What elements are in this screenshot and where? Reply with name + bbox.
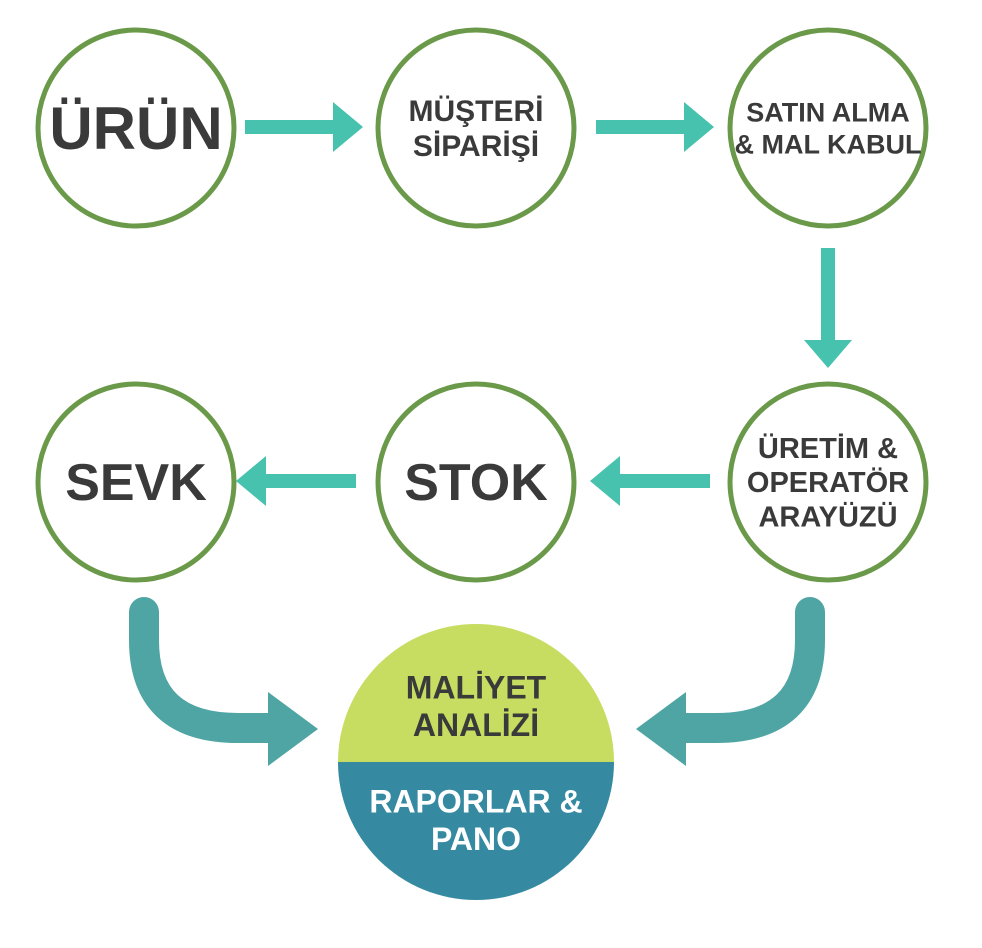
node-urun-label: ÜRÜN [49, 95, 222, 162]
arrow-musteri-to-satin-alma [596, 102, 714, 152]
label-line: SATIN ALMA [746, 98, 909, 128]
arrow-stok-to-sevk [236, 456, 356, 506]
label-line: RAPORLAR & [369, 783, 582, 819]
label-line: MÜŞTERİ [409, 95, 544, 128]
curved-arrow-uretim-to-result [636, 597, 825, 766]
arrow-uretim-to-stok [590, 456, 710, 506]
result-raporlar-pano-label: RAPORLAR &PANO [369, 783, 582, 857]
label-line: ANALİZİ [413, 707, 539, 743]
node-satin-alma-label: SATIN ALMA& MAL KABUL [735, 98, 922, 160]
node-sevk: SEVK [35, 381, 237, 583]
arrow-satin-alma-to-uretim [804, 248, 852, 368]
node-satin-alma: SATIN ALMA& MAL KABUL [727, 27, 929, 229]
node-stok: STOK [375, 381, 577, 583]
curved-arrow-sevk-to-result [129, 597, 318, 766]
label-line: OPERATÖR [747, 466, 909, 499]
node-sevk-label: SEVK [65, 454, 207, 512]
arrow-urun-to-musteri [245, 102, 363, 152]
label-line: MALİYET [406, 669, 547, 705]
label-line: & MAL KABUL [735, 129, 922, 159]
label-line: SEVK [65, 454, 207, 512]
label-line: SİPARİŞİ [413, 130, 539, 163]
label-line: ARAYÜZÜ [758, 500, 897, 533]
label-line: STOK [404, 454, 548, 512]
label-line: PANO [431, 821, 521, 857]
node-stok-label: STOK [404, 454, 548, 512]
node-urun: ÜRÜN [35, 27, 237, 229]
label-line: ÜRETİM & [758, 432, 898, 465]
label-line: ÜRÜN [49, 95, 222, 162]
